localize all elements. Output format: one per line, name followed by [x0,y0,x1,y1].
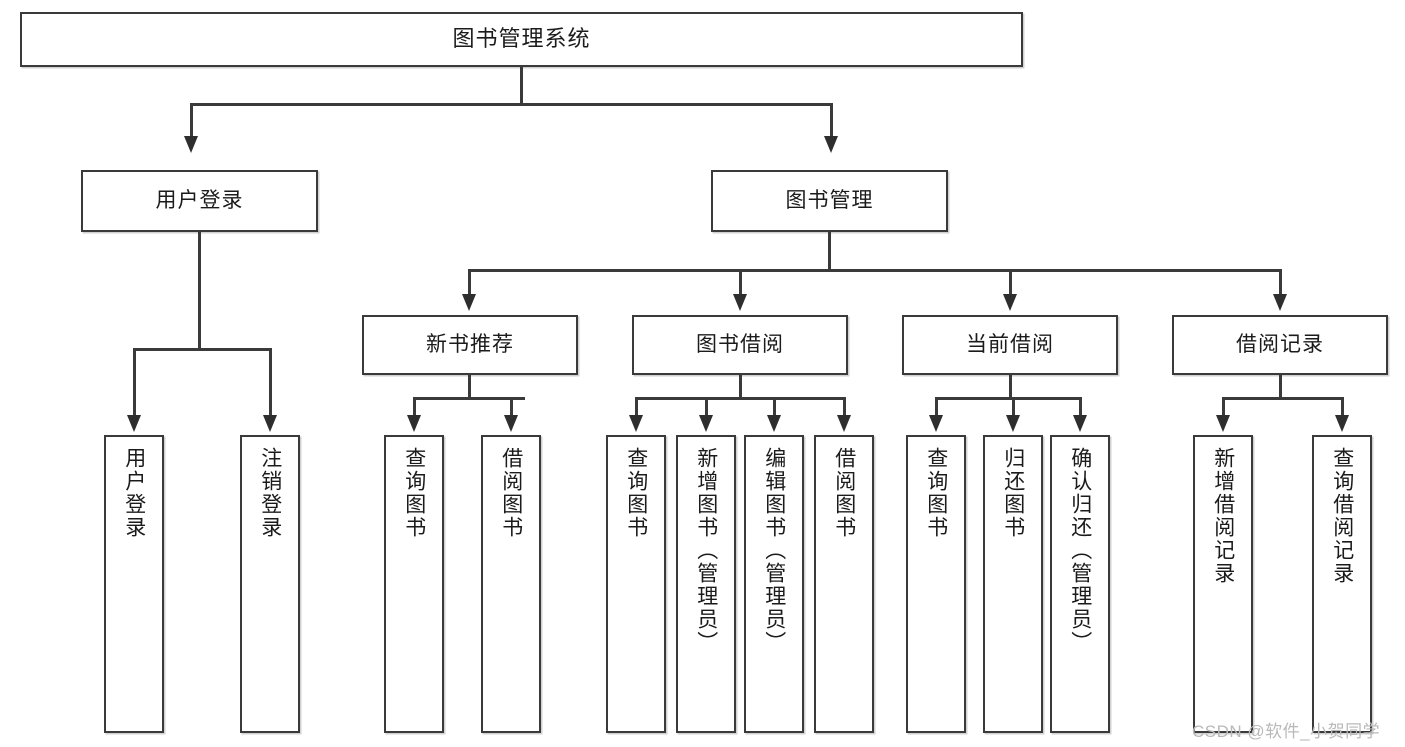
arrow-to-borrow-record [1273,294,1287,311]
connector-user-login-drop-1 [133,348,136,418]
connector-new-book-bus [413,397,525,400]
connector-new-book-stem [468,375,471,399]
node-leaf-borrow-book-2-label: 借阅图书 [832,447,856,539]
connector-book-borrow-drop-2 [705,397,708,418]
arrow-to-current-borrow [1003,294,1017,311]
node-current-borrow[interactable]: 当前借阅 [902,315,1118,375]
node-leaf-edit-book[interactable]: 编辑图书（管理员） [744,435,804,733]
node-book-manage[interactable]: 图书管理 [711,170,948,232]
node-leaf-query-book-3[interactable]: 查询图书 [906,435,966,733]
connector-current-borrow-drop-1 [935,397,938,418]
node-leaf-logout-login[interactable]: 注销登录 [240,435,300,733]
arrow-to-leaf-borrow-book-2 [837,415,851,432]
connector-level3-drop-4 [1279,269,1282,297]
node-leaf-query-book-3-label: 查询图书 [924,447,948,539]
node-leaf-query-book-1[interactable]: 查询图书 [384,435,444,733]
connector-level3-drop-1 [468,269,471,297]
node-user-login-label: 用户登录 [155,188,244,212]
connector-root-stem [520,67,523,103]
node-book-borrow[interactable]: 图书借阅 [632,315,848,375]
node-leaf-query-record-label: 查询借阅记录 [1330,447,1354,585]
arrow-to-leaf-confirm-return [1073,415,1087,432]
connector-level1-bus [190,103,832,106]
connector-borrow-record-bus [1222,397,1341,400]
connector-level3-drop-3 [1009,269,1012,297]
node-leaf-add-book-label: 新增图书（管理员） [694,447,718,654]
connector-book-manage-stem [828,232,831,271]
node-leaf-return-book-label: 归还图书 [1001,447,1025,539]
connector-new-book-drop-1 [413,397,416,418]
arrow-to-leaf-borrow-book-1 [504,415,518,432]
arrow-to-leaf-edit-book [767,415,781,432]
arrow-to-leaf-logout-login [263,415,277,432]
node-borrow-record-label: 借阅记录 [1236,332,1324,356]
node-leaf-query-book-1-label: 查询图书 [402,447,426,539]
arrow-to-leaf-query-book-1 [407,415,421,432]
connector-current-borrow-drop-2 [1012,397,1015,418]
node-leaf-user-login[interactable]: 用户登录 [104,435,164,733]
arrow-to-leaf-return-book [1006,415,1020,432]
connector-book-borrow-drop-3 [773,397,776,418]
node-leaf-query-book-2-label: 查询图书 [624,447,648,539]
node-new-book-recommend-label: 新书推荐 [426,332,514,356]
connector-new-book-drop-2 [510,397,513,418]
connector-borrow-record-drop-2 [1341,397,1344,418]
node-book-manage-label: 图书管理 [785,188,874,212]
connector-book-borrow-bus [635,397,845,400]
node-book-borrow-label: 图书借阅 [696,332,784,356]
node-leaf-edit-book-label: 编辑图书（管理员） [762,447,786,654]
arrow-to-leaf-query-record [1335,415,1349,432]
node-root-system[interactable]: 图书管理系统 [20,12,1023,67]
node-leaf-return-book[interactable]: 归还图书 [983,435,1043,733]
connector-borrow-record-stem [1279,375,1282,399]
connector-level1-drop-right [830,103,833,139]
connector-borrow-record-drop-1 [1222,397,1225,418]
node-borrow-record[interactable]: 借阅记录 [1172,315,1388,375]
node-leaf-confirm-return[interactable]: 确认归还（管理员） [1050,435,1110,733]
arrow-to-book-borrow [733,294,747,311]
arrow-to-leaf-add-record [1216,415,1230,432]
connector-level1-drop-left [190,103,193,139]
arrow-to-user-login [184,136,198,153]
connector-book-borrow-stem [739,375,742,399]
connector-current-borrow-stem [1009,375,1012,399]
connector-book-borrow-drop-4 [843,397,846,418]
node-current-borrow-label: 当前借阅 [966,332,1054,356]
node-leaf-borrow-book-2[interactable]: 借阅图书 [814,435,874,733]
arrow-to-leaf-query-book-2 [629,415,643,432]
arrow-to-new-book-recommend [462,294,476,311]
connector-current-borrow-bus [935,397,1079,400]
connector-level3-drop-2 [739,269,742,297]
node-leaf-confirm-return-label: 确认归还（管理员） [1068,447,1092,654]
node-leaf-borrow-book-1-label: 借阅图书 [499,447,523,539]
arrow-to-book-manage [824,136,838,153]
arrow-to-leaf-user-login [127,415,141,432]
connector-user-login-bus [133,348,271,351]
arrow-to-leaf-query-book-3 [929,415,943,432]
node-user-login[interactable]: 用户登录 [81,170,318,232]
arrow-to-leaf-add-book [699,415,713,432]
connector-level3-bus [468,269,1282,272]
node-new-book-recommend[interactable]: 新书推荐 [362,315,578,375]
node-leaf-user-login-label: 用户登录 [122,447,146,539]
node-leaf-logout-login-label: 注销登录 [258,447,282,539]
node-leaf-borrow-book-1[interactable]: 借阅图书 [481,435,541,733]
connector-current-borrow-drop-3 [1079,397,1082,418]
node-leaf-query-record[interactable]: 查询借阅记录 [1312,435,1372,733]
connector-user-login-stem [198,232,201,350]
node-root-system-label: 图书管理系统 [452,26,591,52]
node-leaf-add-record[interactable]: 新增借阅记录 [1193,435,1253,733]
connector-user-login-drop-2 [269,348,272,418]
node-leaf-add-record-label: 新增借阅记录 [1211,447,1235,585]
node-leaf-add-book[interactable]: 新增图书（管理员） [676,435,736,733]
node-leaf-query-book-2[interactable]: 查询图书 [606,435,666,733]
connector-book-borrow-drop-1 [635,397,638,418]
